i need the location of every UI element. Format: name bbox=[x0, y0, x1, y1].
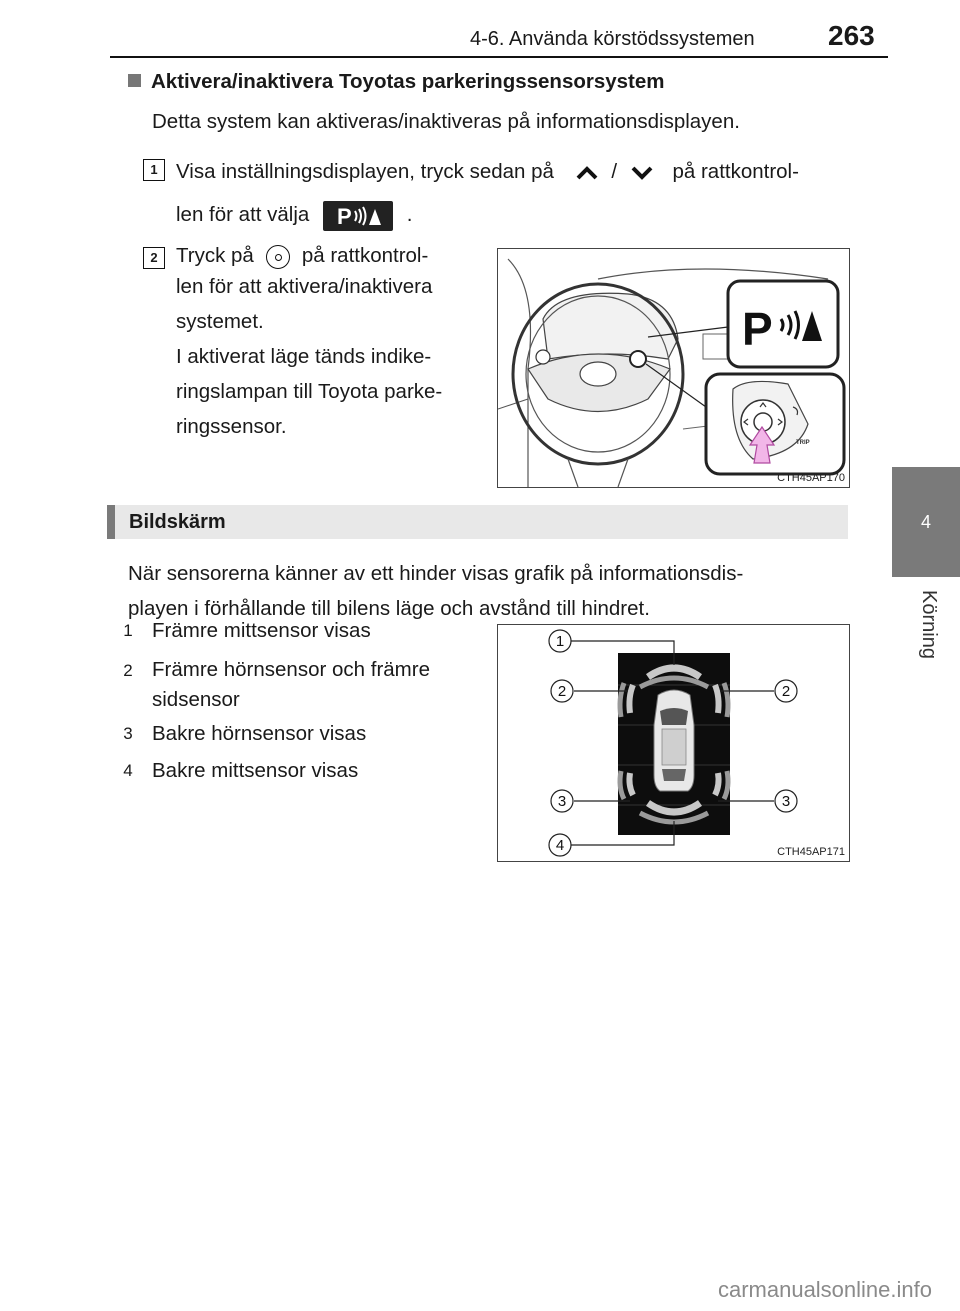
step-2-text-a: Tryck på bbox=[176, 244, 254, 267]
steering-wheel-illustration: P TRIP bbox=[497, 258, 846, 488]
callout-label: 3 bbox=[782, 793, 790, 810]
section-heading: Aktivera/inaktivera Toyotas parkeringsse… bbox=[128, 70, 665, 94]
step-1-text-b: på rattkontrol- bbox=[672, 160, 799, 183]
chevron-up-icon bbox=[576, 165, 598, 179]
step-2-text-b: på rattkontrol- bbox=[301, 244, 429, 267]
callout-label: 2 bbox=[782, 683, 790, 700]
display-section-heading: Bildskärm bbox=[107, 505, 848, 539]
section-intro: Detta system kan aktiveras/inaktiveras p… bbox=[152, 110, 740, 133]
section-heading-text: Aktivera/inaktivera Toyotas parkeringsse… bbox=[151, 70, 665, 93]
item-number: 3 bbox=[123, 724, 133, 743]
svg-text:P: P bbox=[742, 303, 773, 355]
step-number-box: 1 bbox=[143, 159, 165, 181]
step-1-line-2: len för att välja P . bbox=[176, 197, 412, 232]
list-item-text: Bakre mittsensor visas bbox=[152, 759, 359, 782]
watermark: carmanualsonline.info bbox=[717, 1277, 932, 1302]
callout-label: 1 bbox=[556, 633, 564, 650]
display-paragraph-line: playen i förhållande till bilens läge oc… bbox=[128, 597, 650, 620]
list-item-text: Främre hörnsensor och främre sidsensor bbox=[152, 655, 477, 715]
svg-text:P: P bbox=[337, 204, 352, 229]
callout-label: 2 bbox=[558, 683, 566, 700]
display-paragraph: När sensorerna känner av ett hinder visa… bbox=[128, 556, 848, 626]
step-1-text-a: Visa inställningsdisplayen, tryck sedan … bbox=[176, 160, 554, 183]
step-number-box: 2 bbox=[143, 247, 165, 269]
sensor-display-illustration: 1 2 2 3 3 4 bbox=[548, 629, 798, 857]
step-2-line: len för att aktivera/inaktivera bbox=[176, 275, 433, 298]
chapter-tab-label: Körning bbox=[918, 590, 940, 659]
chapter-tab: 4 bbox=[892, 467, 960, 577]
step-2-body: len för att aktivera/inaktivera systemet… bbox=[176, 269, 476, 339]
sensor-display-figure: 1 2 2 3 3 4 CTH45AP171 bbox=[497, 624, 850, 862]
ok-button-icon bbox=[265, 244, 290, 269]
item-number: 4 bbox=[123, 761, 133, 780]
square-bullet-icon bbox=[128, 74, 141, 87]
list-item-line: sidsensor bbox=[152, 688, 240, 711]
step-2-note-line: I aktiverat läge tänds indike- bbox=[176, 345, 432, 368]
header-divider bbox=[110, 56, 888, 58]
page-number: 263 bbox=[828, 20, 875, 51]
step-2-line-1: Tryck på på rattkontrol- bbox=[176, 238, 476, 273]
list-item-text: Främre mittsensor visas bbox=[152, 619, 371, 642]
figure-code: CTH45AP171 bbox=[777, 846, 845, 858]
list-item-text: Bakre hörnsensor visas bbox=[152, 722, 367, 745]
chevron-down-icon bbox=[631, 166, 653, 180]
parking-sensor-key-icon: P bbox=[323, 200, 394, 231]
chapter-title: 4-6. Använda körstödssystemen bbox=[470, 28, 755, 50]
step-1-line-1: Visa inställningsdisplayen, tryck sedan … bbox=[176, 154, 799, 189]
step-2-note: I aktiverat läge tänds indike- ringslamp… bbox=[176, 339, 476, 444]
callout-label: 4 bbox=[556, 837, 564, 854]
display-section-heading-text: Bildskärm bbox=[129, 511, 226, 533]
step-2-note-line: ringssensor. bbox=[176, 415, 287, 438]
list-item-line: Främre hörnsensor och främre bbox=[152, 658, 430, 681]
trip-label: TRIP bbox=[796, 440, 810, 446]
item-number: 2 bbox=[123, 661, 133, 680]
figure-code: CTH45AP170 bbox=[777, 472, 845, 484]
step-1-text-c: len för att välja bbox=[176, 203, 310, 226]
step-1-separator: / bbox=[611, 160, 618, 183]
step-1-text-d: . bbox=[406, 203, 413, 226]
step-2-line: systemet. bbox=[176, 310, 264, 333]
item-number: 1 bbox=[123, 621, 133, 640]
display-paragraph-line: När sensorerna känner av ett hinder visa… bbox=[128, 562, 744, 585]
step-2-note-line: ringslampan till Toyota parke- bbox=[176, 380, 443, 403]
callout-label: 3 bbox=[558, 793, 566, 810]
chapter-tab-label-container: Körning bbox=[900, 590, 950, 670]
steering-wheel-figure: P TRIP CTH45AP170 bbox=[497, 248, 850, 488]
